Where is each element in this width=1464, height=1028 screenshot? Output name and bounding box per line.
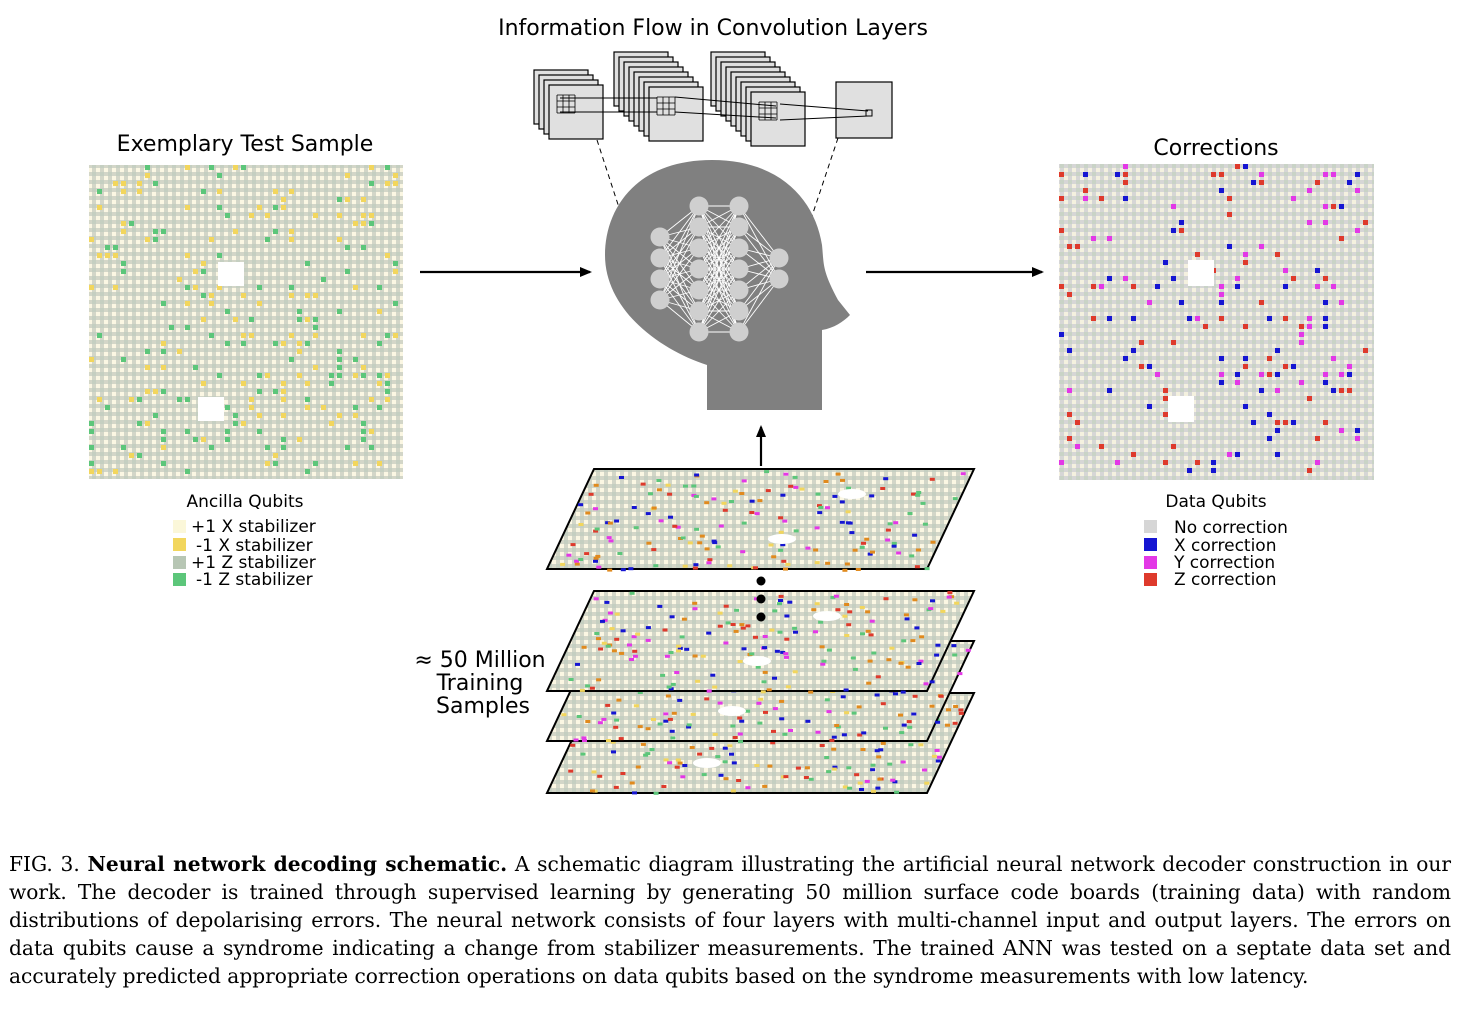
caption-bold-title: Neural network decoding schematic.: [87, 852, 508, 876]
legend-label: +1 Z stabilizer: [191, 553, 316, 573]
figure-caption: FIG. 3. Neural network decoding schemati…: [9, 850, 1451, 990]
legend-swatch-x-correction: [1144, 538, 1157, 551]
legend-swatch-plus1-z: [173, 556, 186, 569]
training-label-line3: Samples: [436, 694, 530, 719]
head-silhouette: [605, 160, 850, 410]
figure: Information Flow in Convolution Layers E…: [89, 16, 1374, 795]
data-legend-title: Data Qubits: [1165, 492, 1266, 512]
legend-swatch-minus1-z: [173, 573, 186, 586]
legend-label: Y correction: [1173, 553, 1275, 573]
caption-label: FIG. 3.: [9, 852, 80, 876]
corrections-title: Corrections: [1153, 136, 1278, 161]
test-sample-title: Exemplary Test Sample: [117, 132, 374, 157]
legend-swatch-minus1-x: [173, 538, 186, 551]
legend-swatch-no-correction: [1144, 520, 1157, 533]
legend-label: X correction: [1174, 536, 1276, 556]
legend-label: +1 X stabilizer: [191, 517, 316, 537]
data-qubits-legend: Data Qubits No correction X correction Y…: [1144, 492, 1288, 590]
legend-label: Z correction: [1174, 570, 1276, 590]
legend-label: -1 X stabilizer: [196, 536, 313, 556]
conv-layers-title: Information Flow in Convolution Layers: [498, 16, 928, 41]
ancilla-legend-title: Ancilla Qubits: [187, 492, 304, 512]
legend-label: No correction: [1174, 518, 1288, 538]
ellipsis-dot: [756, 594, 766, 604]
caption-text: A schematic diagram illustrating the art…: [9, 852, 1452, 988]
test-sample-board: [89, 165, 403, 479]
legend-swatch-plus1-x: [173, 520, 186, 533]
legend-swatch-y-correction: [1144, 556, 1157, 569]
conv-layers-stacks: [533, 51, 893, 147]
neural-network: [650, 196, 789, 342]
ellipsis-dot: [756, 576, 766, 586]
legend-label: -1 Z stabilizer: [196, 570, 313, 590]
training-label-line2: Training: [436, 671, 524, 696]
ellipsis-dot: [756, 612, 766, 622]
training-label-line1: ≈ 50 Million: [414, 648, 545, 673]
training-samples-stack: [545, 468, 976, 795]
corrections-board: [1059, 164, 1374, 480]
legend-swatch-z-correction: [1144, 573, 1157, 586]
ancilla-legend: Ancilla Qubits +1 X stabilizer -1 X stab…: [173, 492, 316, 590]
